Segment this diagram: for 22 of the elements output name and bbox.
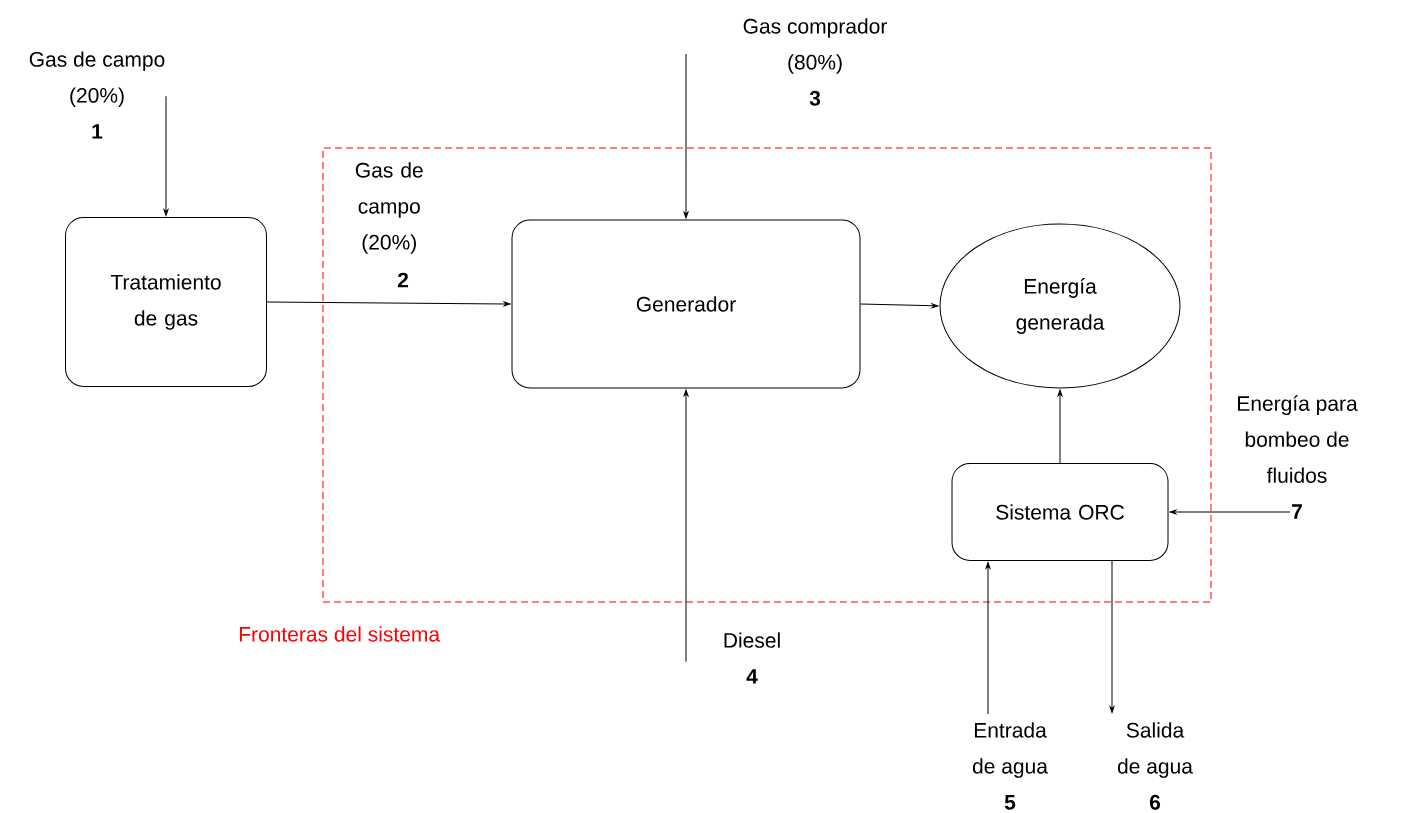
arrow [683, 53, 689, 219]
flow-label: Energía para bombeo de fluidos 7 [1238, 395, 1358, 519]
callout-number: 2 [397, 272, 408, 288]
arrow [266, 301, 511, 307]
flow-label: Diesel 4 [724, 632, 780, 684]
flow-label: Entrada de agua 5 [972, 722, 1048, 810]
node-label: Fronteras del sistema [239, 626, 441, 642]
flow-label: Salida de agua 6 [1117, 722, 1193, 810]
arrow [1057, 389, 1063, 464]
arrow [163, 95, 169, 216]
arrow [1169, 509, 1291, 515]
process-box: Generador [511, 219, 861, 389]
process-box: Tratamiento de gas [65, 217, 267, 387]
arrow [860, 303, 939, 309]
arrow [683, 389, 689, 663]
ellipse-node: Energía generada [939, 223, 1181, 389]
arrow [985, 562, 991, 715]
edge-label: Gas de campo (20%) [355, 162, 423, 254]
process-box: Sistema ORC [951, 463, 1169, 561]
arrow [1109, 560, 1115, 713]
flow-label: Gas de campo (20%) 1 [29, 51, 165, 139]
flow-label: Gas comprador (80%) 3 [743, 18, 887, 106]
